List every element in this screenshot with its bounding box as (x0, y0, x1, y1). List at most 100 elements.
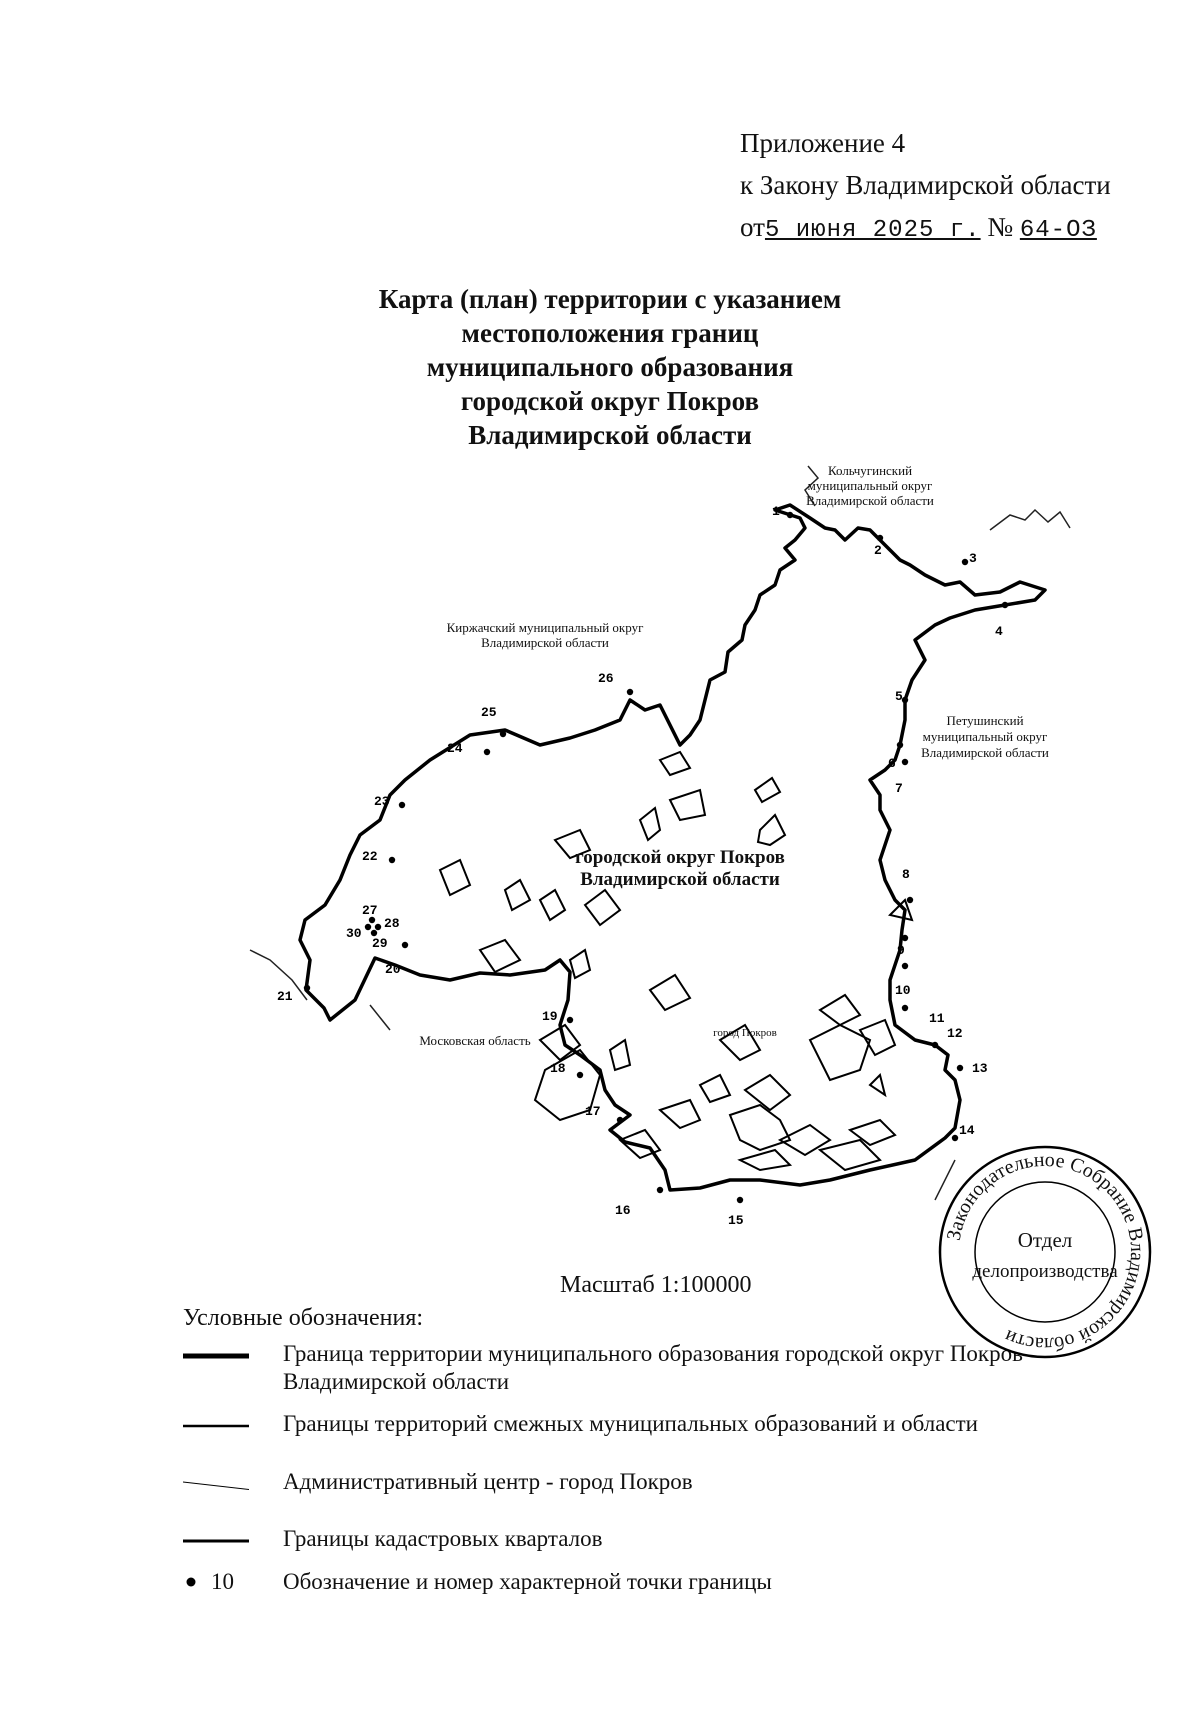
settlement-outline (538, 1023, 582, 1062)
official-stamp: Законодательное Собрание Владимирской об… (938, 1145, 1152, 1359)
boundary-point-marker (931, 1041, 939, 1049)
thick-line-symbol (183, 1353, 249, 1359)
from-label: от (740, 212, 765, 242)
kirzhach-label-1: Киржачский муниципальный округ (447, 620, 644, 635)
boundary-point-marker (499, 730, 507, 738)
settlement-outline (743, 1073, 792, 1112)
law-date-line: от5 июня 2025 г. № 64-ОЗ (740, 206, 1180, 252)
boundary-point-marker (956, 1064, 964, 1072)
boundary-points: 1234567891011121314151617181920212223242… (277, 504, 1009, 1228)
boundary-point-label: 24 (447, 741, 463, 756)
settlement-outline (438, 858, 472, 897)
settlement-outline (737, 1148, 793, 1172)
boundary-point-marker (566, 1016, 574, 1024)
adjacent-boundary-line (934, 1159, 956, 1201)
city-label: город Покров (713, 1027, 777, 1039)
boundary-point-label: 28 (384, 916, 400, 931)
boundary-point-marker (736, 1196, 744, 1204)
boundary-point-marker (483, 748, 491, 756)
legend-title: Условные обозначения: (183, 1305, 424, 1331)
settlement-outline (503, 878, 532, 912)
boundary-point-label: 22 (362, 849, 378, 864)
boundary-point-marker (901, 696, 909, 704)
title-line: муниципального образования (426, 352, 794, 382)
petushki-label-3: Владимирской области (921, 745, 1049, 760)
boundary-point-marker (388, 856, 396, 864)
settlement-outline (608, 1038, 632, 1072)
medium-line-symbol (183, 1424, 249, 1428)
boundary-point-marker (656, 1186, 664, 1194)
settlement-outline (756, 813, 787, 847)
settlement-outline (478, 938, 522, 974)
settlement-outline (698, 1073, 732, 1104)
boundary-point-marker (896, 741, 904, 749)
boundary-point-label: 25 (481, 705, 497, 720)
legend-text: Обозначение и номер характерной точки гр… (283, 1569, 772, 1594)
map-scale: Масштаб 1:100000 (560, 1272, 752, 1298)
boundary-point-label: 2 (874, 543, 882, 558)
boundary-point-marker (364, 923, 372, 931)
settlement-outline (538, 888, 567, 922)
adjacent-boundary-line (989, 508, 1071, 531)
boundary-point-label: 21 (277, 989, 293, 1004)
point-symbol-number: 10 (211, 1569, 234, 1594)
legend-text: Границы территорий смежных муниципальных… (283, 1411, 978, 1436)
settlement-outline (718, 1023, 762, 1062)
settlement-outline (777, 1123, 832, 1157)
petushki-label-2: муниципальный округ (923, 729, 1048, 744)
settlement-outline (668, 788, 707, 822)
boundary-point-marker (370, 929, 378, 937)
boundary-point-label: 12 (947, 1026, 963, 1041)
settlement-outline (553, 828, 592, 860)
boundary-point-label: 16 (615, 1203, 631, 1218)
map-title: Карта (план) территории с указанием мест… (330, 282, 890, 452)
boundary-point-marker (786, 511, 794, 519)
adjacent-boundary-line (369, 1004, 391, 1031)
boundary-point-label: 30 (346, 926, 362, 941)
boundary-point-label: 15 (728, 1213, 744, 1228)
boundary-point-label: 6 (888, 756, 896, 771)
settlement-outline (808, 1023, 872, 1082)
settlement-outline (858, 1018, 897, 1057)
boundary-point-label: 7 (895, 781, 903, 796)
boundary-point-marker (303, 984, 311, 992)
law-date: 5 июня 2025 г. (764, 217, 981, 244)
boundary-point-marker (576, 1071, 584, 1079)
boundary-point-marker (901, 758, 909, 766)
title-line: местоположения границ (461, 318, 759, 348)
stamp-center-line-2: делопроизводства (972, 1261, 1118, 1282)
settlement-outline (568, 948, 592, 980)
boundary-point-label: 5 (895, 689, 903, 704)
adjacent-boundary-line (804, 465, 820, 507)
boundary-point-label: 3 (969, 551, 977, 566)
moscow-oblast-label: Московская область (419, 1033, 530, 1048)
boundary-point-label: 17 (585, 1104, 601, 1119)
boundary-point-marker (951, 1134, 959, 1142)
boundary-point-label: 18 (550, 1061, 566, 1076)
settlement-outline (618, 1128, 662, 1160)
settlement-outline (847, 1118, 897, 1147)
boundary-point-label: 8 (902, 867, 910, 882)
boundary-point-marker (901, 1004, 909, 1012)
point-symbol (186, 1577, 196, 1587)
settlement-outline (658, 750, 692, 777)
boundary-point-label: 27 (362, 903, 378, 918)
cadastral-line-symbol (183, 1539, 249, 1543)
boundary-point-marker (906, 896, 914, 904)
boundary-point-label: 11 (929, 1011, 945, 1026)
main-territory-label-1: городской округ Покров (575, 847, 785, 868)
kolchugino-label-2: муниципальный округ (808, 478, 933, 493)
legend-text: Граница территории муниципального образо… (283, 1341, 1023, 1394)
title-line: Карта (план) территории с указанием (378, 284, 842, 314)
boundary-point-label: 29 (372, 936, 388, 951)
petushki-label-1: Петушинский (946, 713, 1023, 728)
appendix-number: Приложение 4 (740, 128, 906, 158)
thin-line-symbol (183, 1481, 249, 1491)
legend-text: Границы кадастровых кварталов (283, 1526, 603, 1551)
appendix-header: Приложение 4 к Закону Владимирской облас… (740, 122, 1180, 252)
boundary-point-label: 1 (772, 504, 780, 519)
law-number: 64-ОЗ (1019, 217, 1097, 244)
adjacent-boundaries (249, 465, 1071, 1201)
kirzhach-label-2: Владимирской области (481, 635, 609, 650)
settlement-outline (658, 1098, 702, 1130)
